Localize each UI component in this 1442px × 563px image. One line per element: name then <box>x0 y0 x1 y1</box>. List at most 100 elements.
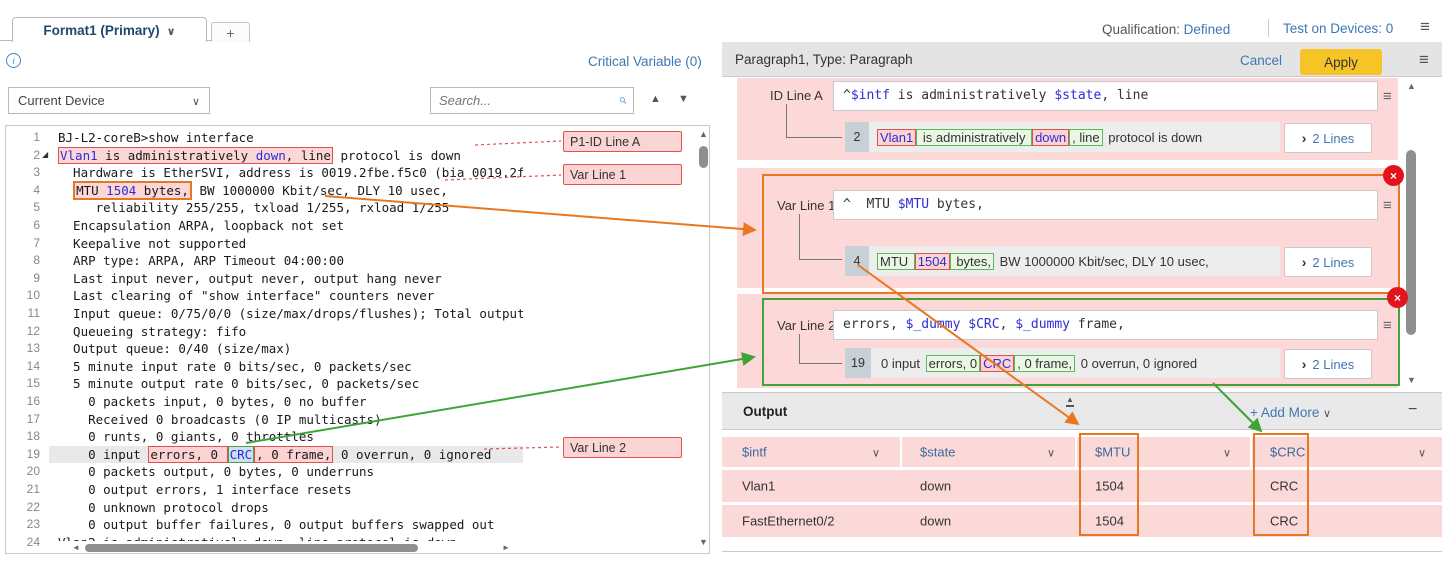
panel-scroll-thumb[interactable] <box>1406 150 1416 335</box>
line-number: 10 <box>26 288 40 303</box>
code-line: 0 output errors, 1 interface resets <box>58 482 352 497</box>
info-icon[interactable] <box>6 53 21 68</box>
search-next-button[interactable]: ▼ <box>678 93 689 105</box>
code-line: Input queue: 0/75/0/0 (size/max/drops/fl… <box>58 306 524 321</box>
line-number: 18 <box>26 429 40 444</box>
vertical-scroll-thumb[interactable] <box>699 146 708 168</box>
device-output-editor: 1 2 3 4 5 6 7 8 9 10 11 12 13 14 15 16 1… <box>5 125 710 554</box>
apply-button[interactable]: Apply <box>1300 49 1382 75</box>
editor-vertical-scrollbar[interactable]: ▲ ▼ <box>697 126 710 553</box>
id-line-a-label: ID Line A <box>770 88 823 103</box>
id-line-a-menu-icon[interactable] <box>1383 89 1392 104</box>
var-line-1-menu-icon[interactable] <box>1383 198 1392 213</box>
label-var-line-1[interactable]: Var Line 1 <box>563 164 682 185</box>
literal-token: , 0 frame, <box>1014 354 1076 372</box>
var-line-2-regex-input[interactable]: errors, $_dummy $CRC, $_dummy frame, <box>833 310 1378 340</box>
cell-mtu: 1504 <box>1095 478 1124 494</box>
line-label-pane <box>523 126 697 553</box>
mtu-match-highlight: MTU 1504 bytes, <box>73 180 192 200</box>
chevron-right-icon <box>1302 254 1307 270</box>
delete-var-line-1-button[interactable] <box>1383 165 1404 186</box>
add-format-tab[interactable]: + <box>211 22 250 42</box>
state-token: down <box>1032 128 1070 146</box>
line-number: 13 <box>26 341 40 356</box>
paragraph-menu-icon[interactable] <box>1419 51 1429 68</box>
line-number: 20 <box>26 464 40 479</box>
column-dropdown-icon[interactable] <box>1418 445 1426 460</box>
topbar-divider <box>1268 19 1269 37</box>
fold-expand-icon[interactable] <box>42 150 48 159</box>
tab-format1[interactable]: Format1 (Primary) <box>12 17 207 42</box>
search-icon[interactable] <box>619 92 627 109</box>
label-var-line-2[interactable]: Var Line 2 <box>563 437 682 458</box>
line-number: 2 <box>33 147 40 162</box>
column-dropdown-icon[interactable] <box>872 445 880 460</box>
column-separator <box>1075 437 1077 467</box>
panel-vertical-scrollbar[interactable]: ▲ ▼ <box>1404 78 1418 390</box>
cell-crc: CRC <box>1270 478 1299 494</box>
column-header-state: $state <box>920 444 956 460</box>
column-dropdown-icon[interactable] <box>1223 445 1231 460</box>
code-line: Encapsulation ARPA, loopback not set <box>58 218 344 233</box>
collapse-section-icon[interactable] <box>1066 396 1074 407</box>
column-separator <box>1250 437 1252 467</box>
cell-mtu: 1504 <box>1095 513 1124 529</box>
test-on-devices-link[interactable]: Test on Devices: 0 <box>1283 21 1394 36</box>
topbar-menu-icon[interactable] <box>1420 18 1430 35</box>
collapse-output-icon[interactable] <box>1408 401 1417 419</box>
scroll-right-icon[interactable]: ► <box>502 543 510 552</box>
literal-token: is administratively <box>916 128 1033 146</box>
scroll-left-icon[interactable]: ◄ <box>72 543 80 552</box>
code-line: 5 minute output rate 0 bits/sec, 0 packe… <box>58 376 420 392</box>
id-line-a-regex-input[interactable]: ^$intf is administratively $state, line <box>833 81 1378 111</box>
id-line-a-block: ID Line A ^$intf is administratively $st… <box>737 78 1398 160</box>
output-row-vlan1[interactable]: Vlan1 down 1504 CRC <box>722 470 1442 502</box>
line-number: 24 <box>26 534 40 549</box>
column-header-intf: $intf <box>742 444 767 460</box>
line-number: 11 <box>27 306 40 320</box>
add-more-dropdown[interactable]: + Add More <box>1250 405 1331 420</box>
code-pane[interactable]: BJ-L2-coreB>show interface Vlan1 is admi… <box>49 126 524 553</box>
cell-state: down <box>920 513 952 529</box>
device-selector[interactable]: Current Device <box>8 87 210 114</box>
code-line: Last input never, output never, output h… <box>58 270 442 286</box>
scroll-down-icon[interactable]: ▼ <box>1407 375 1416 385</box>
chevron-down-icon <box>192 93 200 108</box>
id-line-match-highlight: Vlan1 is administratively down, line <box>58 146 333 164</box>
var-line-2-lines-button[interactable]: 2 Lines <box>1284 349 1372 379</box>
label-p1-id-line-a[interactable]: P1-ID Line A <box>563 131 682 152</box>
scroll-up-icon[interactable]: ▲ <box>699 129 708 139</box>
output-row-fastethernet[interactable]: FastEthernet0/2 down 1504 CRC <box>722 505 1442 537</box>
delete-var-line-2-button[interactable] <box>1387 287 1408 308</box>
column-dropdown-icon[interactable] <box>1047 445 1055 460</box>
qualification-value-link[interactable]: Defined <box>1183 21 1231 37</box>
frame-match-highlight: , 0 frame, <box>254 445 334 463</box>
var-line-1-regex-input[interactable]: ^ MTU $MTU bytes, <box>833 190 1378 220</box>
code-line: Queueing strategy: fifo <box>58 323 247 339</box>
code-line-19-selected: 0 input errors, 0 CRC, 0 frame, 0 overru… <box>49 445 523 464</box>
code-line: BJ-L2-coreB>show interface <box>58 130 254 145</box>
id-line-a-match-row: Vlan1 is administratively down, line pro… <box>869 122 1280 152</box>
horizontal-scrollbar[interactable]: ◄ ► <box>49 541 523 553</box>
line-number: 14 <box>26 358 40 373</box>
line-number: 22 <box>26 499 40 514</box>
code-line: 0 packets input, 0 bytes, 0 no buffer <box>58 394 367 409</box>
var-line-2-menu-icon[interactable] <box>1383 318 1392 333</box>
crc-token: CRC <box>980 354 1015 372</box>
search-input[interactable] <box>437 92 619 109</box>
id-line-a-lines-button[interactable]: 2 Lines <box>1284 123 1372 153</box>
search-prev-button[interactable]: ▲ <box>650 93 661 105</box>
match-line-number: 4 <box>845 246 869 276</box>
tab-format1-label: Format1 (Primary) <box>43 22 160 38</box>
cancel-button[interactable]: Cancel <box>1240 53 1283 68</box>
line-number: 12 <box>26 323 40 338</box>
paragraph-title: Paragraph1, Type: Paragraph <box>735 52 913 67</box>
qualification-group: Qualification: Defined <box>1102 20 1230 38</box>
var-line-1-lines-button[interactable]: 2 Lines <box>1284 247 1372 277</box>
critical-variable-link[interactable]: Critical Variable (0) <box>588 54 702 69</box>
scroll-up-icon[interactable]: ▲ <box>1407 81 1416 91</box>
horizontal-scroll-thumb[interactable] <box>85 544 418 552</box>
scroll-down-icon[interactable]: ▼ <box>699 537 708 547</box>
connector-elbow <box>786 104 842 138</box>
